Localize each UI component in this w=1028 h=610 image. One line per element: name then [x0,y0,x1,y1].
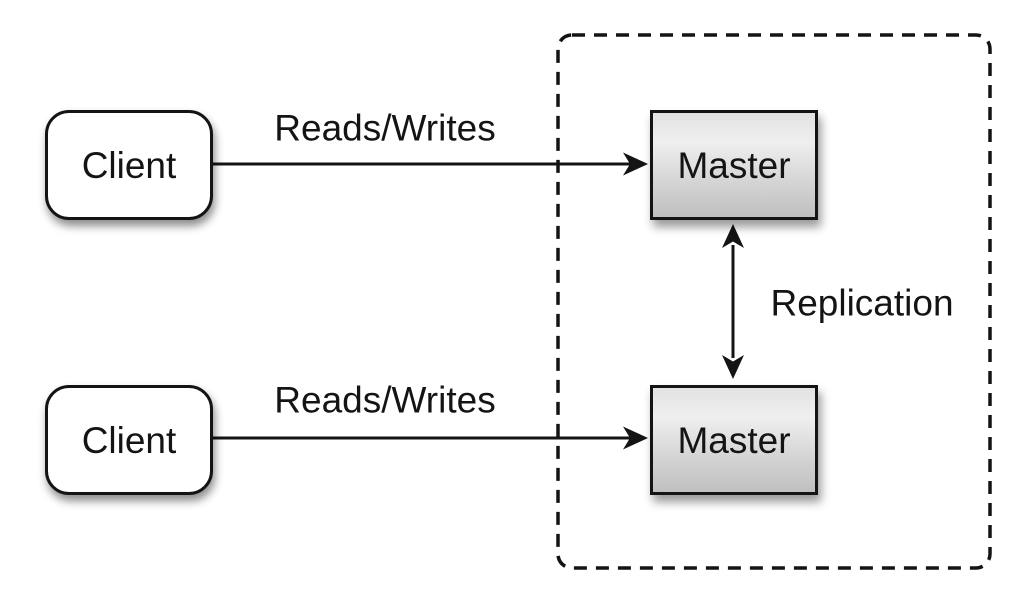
client-node-bottom-label: Client [81,419,177,461]
master-node-top-label: Master [677,144,791,186]
reads-writes-label-top: Reads/Writes [274,107,496,149]
arrowhead-right-icon [623,152,648,176]
reads-writes-arrow-top [213,152,648,176]
master-node-bottom-label: Master [677,419,791,461]
reads-writes-label-bottom: Reads/Writes [274,379,496,421]
client-node-top-label: Client [81,144,177,186]
replication-label: Replication [770,282,954,324]
arrowhead-down-icon [722,355,744,379]
arrowhead-up-icon [722,224,744,248]
master-node-bottom: Master [650,385,818,495]
replication-arrow [722,224,744,379]
master-node-top: Master [650,110,818,220]
replication-group-boundary [556,33,992,570]
client-node-top: Client [45,110,213,220]
client-node-bottom: Client [45,385,213,495]
arrowhead-right-icon [623,426,648,450]
reads-writes-arrow-bottom [213,426,648,450]
